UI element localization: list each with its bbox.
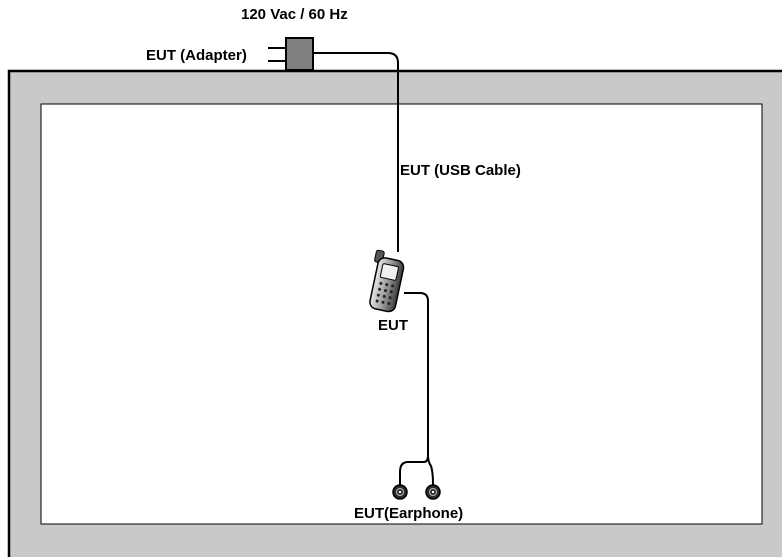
power-source-label: 120 Vac / 60 Hz (241, 6, 348, 23)
earphone-cable-right (427, 454, 434, 486)
adapter-label: EUT (Adapter) (146, 47, 247, 64)
test-table (7, 69, 782, 557)
usb-cable-label: EUT (USB Cable) (400, 162, 521, 179)
earphone-icon (392, 484, 441, 500)
mobile-phone-icon (369, 249, 405, 313)
earphone-label: EUT(Earphone) (354, 505, 463, 522)
earphone-cable (404, 292, 429, 455)
power-adapter-icon (268, 37, 314, 71)
usb-cable (313, 52, 399, 252)
eut-label: EUT (378, 317, 408, 334)
table-top (40, 103, 763, 525)
